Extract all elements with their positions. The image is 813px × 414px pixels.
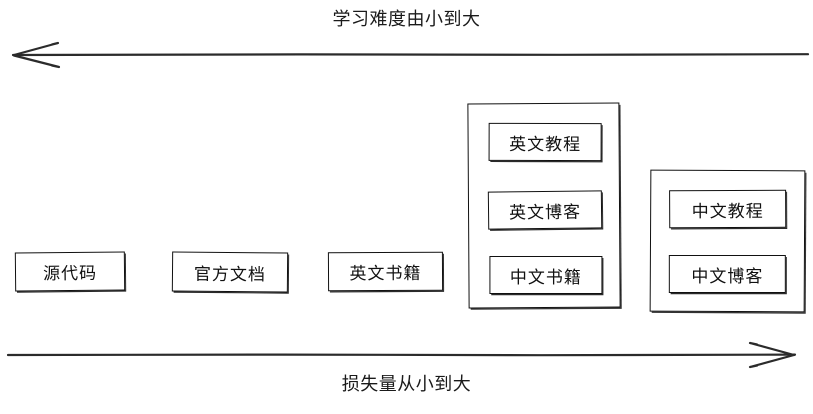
node-source-code[interactable]: 源代码 <box>14 251 126 292</box>
node-label: 英文博客 <box>508 202 582 222</box>
node-chinese-books[interactable]: 中文书籍 <box>489 255 603 294</box>
node-label: 官方文档 <box>193 264 267 284</box>
node-english-books[interactable]: 英文书籍 <box>327 251 444 292</box>
node-chinese-blogs[interactable]: 中文博客 <box>668 254 786 293</box>
top-axis-label: 学习难度由小到大 <box>332 9 481 29</box>
node-label: 中文博客 <box>691 266 764 286</box>
group-chinese-materials: 中文教程 中文博客 <box>649 169 806 313</box>
node-label: 中文书籍 <box>509 267 582 287</box>
node-chinese-tutorials[interactable]: 中文教程 <box>669 189 787 229</box>
difficulty-axis-arrow <box>11 41 810 69</box>
bottom-axis-label: 损失量从小到大 <box>341 374 472 394</box>
node-english-blogs[interactable]: 英文博客 <box>487 190 603 230</box>
node-english-tutorials[interactable]: 英文教程 <box>488 122 602 162</box>
node-official-docs[interactable]: 官方文档 <box>171 251 289 293</box>
node-label: 英文书籍 <box>349 263 422 284</box>
node-label: 英文教程 <box>509 134 582 154</box>
node-label: 源代码 <box>42 263 98 284</box>
node-label: 中文教程 <box>691 201 764 221</box>
group-english-and-chinese-books: 英文教程 英文博客 中文书籍 <box>467 102 621 309</box>
loss-axis-arrow <box>6 341 797 369</box>
